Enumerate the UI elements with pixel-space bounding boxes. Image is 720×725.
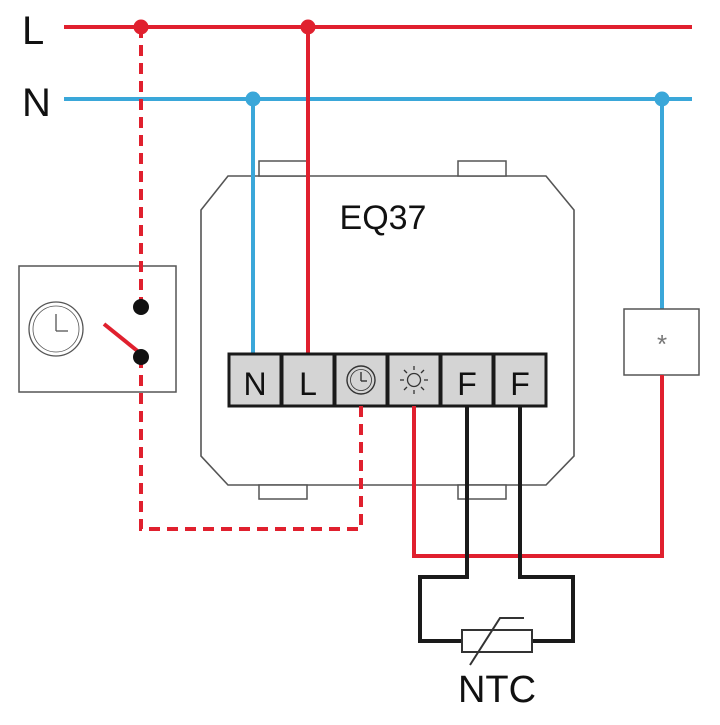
clock-icon [346, 365, 376, 395]
timer-contact-bottom [133, 349, 149, 365]
ntc-sensor: NTC [458, 617, 536, 711]
mounting-tab-top-right [457, 160, 507, 177]
timer-switch-housing [18, 265, 177, 393]
sensor-wire-left [418, 406, 469, 643]
neutral-junction-device [245, 91, 261, 107]
terminal-timer[interactable] [333, 352, 389, 408]
eq37-device: EQ37 [200, 160, 575, 500]
terminal-f1-label: F [457, 366, 477, 402]
live-junction-device [300, 19, 316, 35]
terminal-n-label: N [243, 366, 266, 402]
neutral-line-label: N [22, 81, 51, 125]
mounting-tab-bottom-right [457, 484, 507, 500]
device-housing [200, 175, 575, 486]
terminal-block: N L F F [227, 352, 548, 408]
mounting-tab-top-left [258, 160, 308, 177]
live-junction-timer [133, 19, 149, 35]
live-line-label: L [22, 9, 44, 53]
clock-icon [28, 301, 84, 357]
timer-switch [18, 265, 177, 393]
load: * [623, 99, 700, 376]
load-live-wire [412, 375, 664, 558]
timer-contact-top [133, 299, 149, 315]
mounting-tab-bottom-left [258, 484, 308, 500]
timer-switch-contact [102, 322, 142, 355]
timer-switched-wire [139, 357, 363, 531]
terminal-load[interactable] [386, 352, 442, 408]
terminal-l[interactable] [280, 352, 336, 408]
ntc-thermistor [461, 629, 533, 653]
load-symbol: * [657, 329, 667, 359]
device-title: EQ37 [340, 199, 427, 237]
neutral-junction-load [654, 91, 670, 107]
terminal-f2[interactable] [492, 352, 548, 408]
ntc-slope-mark [469, 617, 524, 666]
sun-icon [400, 366, 428, 394]
load-box [623, 308, 700, 376]
terminal-f2-label: F [510, 366, 530, 402]
sensor-wire-right [518, 406, 575, 643]
ntc-label: NTC [458, 669, 536, 711]
terminal-l-label: L [299, 366, 317, 402]
